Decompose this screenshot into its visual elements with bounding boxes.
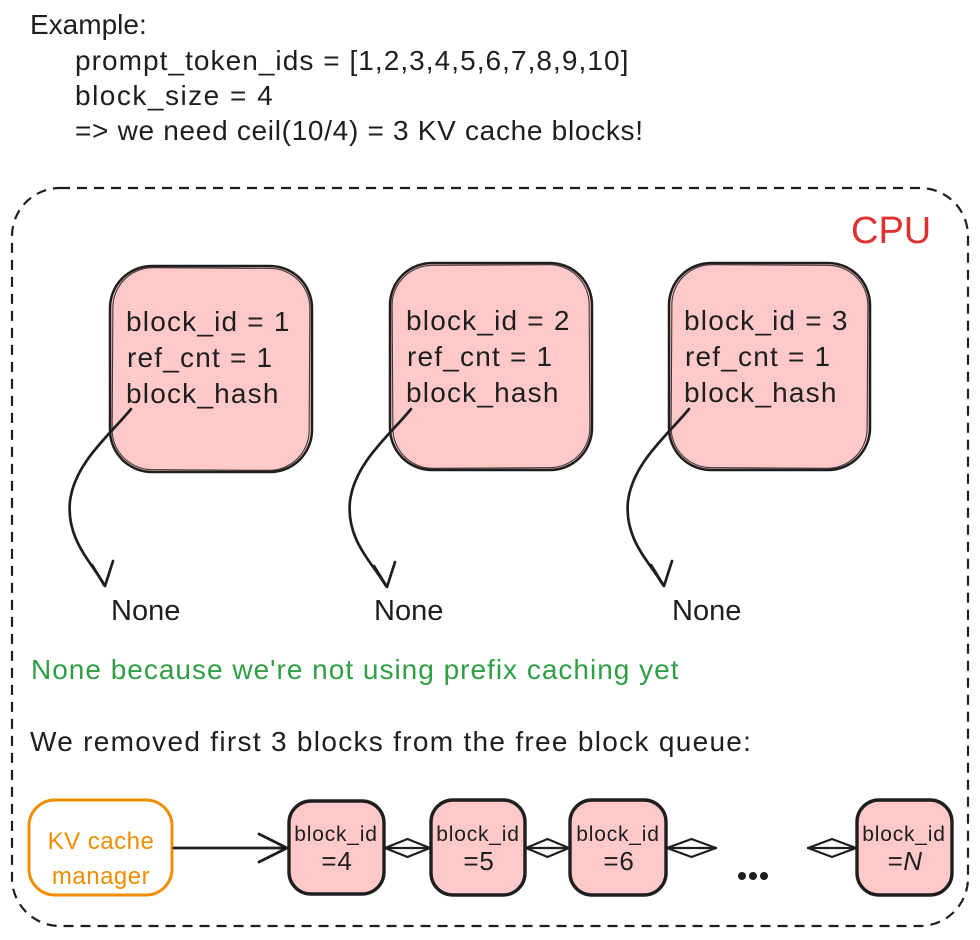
svg-text:None: None bbox=[374, 595, 443, 627]
svg-text:block_id = 3: block_id = 3 bbox=[684, 305, 849, 336]
svg-text:CPU: CPU bbox=[851, 210, 931, 252]
svg-text:=6: =6 bbox=[603, 846, 634, 876]
svg-text:Example:: Example: bbox=[30, 9, 147, 40]
svg-text:block_size = 4: block_size = 4 bbox=[75, 80, 274, 111]
svg-text:block_id: block_id bbox=[862, 823, 945, 846]
svg-text:block_id: block_id bbox=[436, 823, 519, 846]
svg-text:KV cache: KV cache bbox=[48, 828, 155, 855]
svg-text:We removed first 3 blocks from: We removed first 3 blocks from the free … bbox=[30, 726, 752, 757]
svg-text:ref_cnt = 1: ref_cnt = 1 bbox=[685, 341, 831, 372]
svg-text:manager: manager bbox=[52, 863, 150, 890]
svg-text:block_id = 2: block_id = 2 bbox=[406, 305, 571, 336]
svg-text:block_id: block_id bbox=[294, 823, 377, 846]
svg-text:None because we're not using p: None because we're not using prefix cach… bbox=[31, 654, 679, 685]
svg-text:block_hash: block_hash bbox=[126, 378, 280, 409]
svg-text:=> we need ceil(10/4) = 3 KV c: => we need ceil(10/4) = 3 KV cache block… bbox=[75, 115, 644, 146]
svg-text:block_id = 1: block_id = 1 bbox=[126, 306, 291, 337]
svg-text:=N: =N bbox=[887, 846, 923, 876]
svg-text:prompt_token_ids = [1,2,3,4,5,: prompt_token_ids = [1,2,3,4,5,6,7,8,9,10… bbox=[75, 45, 629, 76]
svg-text:None: None bbox=[672, 595, 741, 627]
svg-text:=4: =4 bbox=[321, 846, 352, 876]
svg-text:=5: =5 bbox=[463, 846, 494, 876]
svg-text:ref_cnt = 1: ref_cnt = 1 bbox=[127, 342, 273, 373]
svg-text:block_hash: block_hash bbox=[406, 377, 560, 408]
svg-text:None: None bbox=[111, 595, 180, 627]
svg-text:block_id: block_id bbox=[576, 823, 659, 846]
svg-text:block_hash: block_hash bbox=[684, 377, 838, 408]
svg-text:ref_cnt = 1: ref_cnt = 1 bbox=[407, 341, 553, 372]
